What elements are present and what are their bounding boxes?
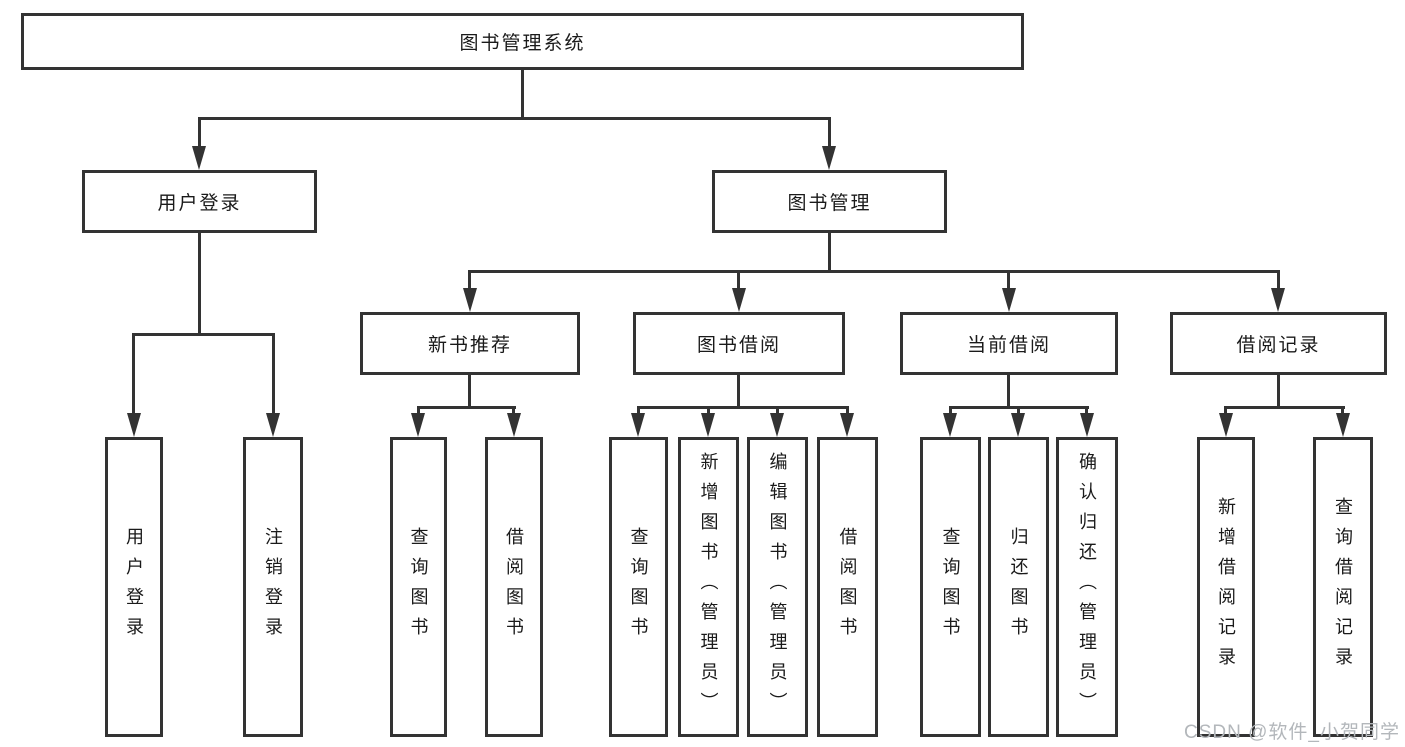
leaf-add-book-admin: 新增图书（管理员） [678, 437, 739, 737]
connector-segment [1224, 406, 1345, 409]
leaf-logout: 注销登录 [243, 437, 303, 737]
leaf-user-login: 用户登录 [105, 437, 163, 737]
connector-segment [468, 270, 1280, 273]
arrowhead-down-icon [127, 413, 141, 437]
node-label: 归还图书 [1008, 527, 1029, 647]
connector-segment [828, 233, 831, 273]
node-label: 查询借阅记录 [1333, 497, 1353, 677]
connector-segment [737, 270, 740, 290]
node-label: 图书管理 [787, 193, 872, 214]
arrowhead-down-icon [192, 146, 206, 170]
leaf-confirm-return-admin: 确认归还（管理员） [1056, 437, 1118, 737]
leaf-borrow-books-borrow: 借阅图书 [817, 437, 878, 737]
arrowhead-down-icon [1271, 288, 1285, 312]
connector-segment [1007, 270, 1010, 290]
connector-segment [417, 406, 420, 416]
node-book-management: 图书管理 [712, 170, 947, 233]
node-label: 确认归还（管理员） [1077, 452, 1097, 722]
node-label: 查询图书 [940, 527, 961, 647]
node-label: 借阅图书 [504, 527, 524, 647]
connector-segment [828, 117, 831, 149]
node-label: 用户登录 [157, 193, 242, 214]
arrowhead-down-icon [822, 146, 836, 170]
connector-segment [198, 117, 201, 149]
node-label: 新增图书（管理员） [698, 452, 719, 722]
node-label: 借阅记录 [1236, 335, 1321, 356]
connector-segment [468, 375, 471, 408]
connector-segment [132, 333, 275, 336]
arrowhead-down-icon [770, 413, 784, 437]
connector-segment [417, 406, 516, 409]
node-label: 用户登录 [124, 527, 144, 647]
arrowhead-down-icon [1336, 413, 1350, 437]
leaf-borrow-books-recommend: 借阅图书 [485, 437, 543, 737]
node-label: 新增借阅记录 [1216, 497, 1236, 677]
node-label: 借阅图书 [837, 527, 858, 647]
node-borrow-records: 借阅记录 [1170, 312, 1387, 375]
node-label: 当前借阅 [966, 335, 1051, 356]
node-label: 图书借阅 [696, 335, 781, 356]
node-current-borrow: 当前借阅 [900, 312, 1118, 375]
node-label: 图书管理系统 [459, 33, 586, 54]
node-root-library-management-system: 图书管理系统 [21, 13, 1024, 70]
csdn-watermark: CSDN @软件_小贺同学 [1184, 722, 1400, 743]
connector-segment [1341, 406, 1344, 416]
connector-segment [1224, 406, 1227, 416]
leaf-query-books-borrow: 查询图书 [609, 437, 668, 737]
arrowhead-down-icon [1002, 288, 1016, 312]
connector-segment [272, 333, 275, 415]
node-label: 编辑图书（管理员） [767, 452, 788, 722]
connector-segment [1277, 375, 1280, 408]
connector-segment [1085, 406, 1088, 416]
connector-segment [637, 406, 640, 416]
leaf-query-books-current: 查询图书 [920, 437, 981, 737]
arrowhead-down-icon [507, 413, 521, 437]
arrowhead-down-icon [840, 413, 854, 437]
connector-segment [132, 333, 135, 415]
connector-segment [846, 406, 849, 416]
arrowhead-down-icon [631, 413, 645, 437]
node-label: 新书推荐 [427, 335, 512, 356]
node-label: 查询图书 [628, 527, 649, 647]
arrowhead-down-icon [463, 288, 477, 312]
connector-segment [468, 270, 471, 290]
node-book-borrow: 图书借阅 [633, 312, 845, 375]
connector-segment [1277, 270, 1280, 290]
arrowhead-down-icon [732, 288, 746, 312]
connector-segment [949, 406, 952, 416]
arrowhead-down-icon [701, 413, 715, 437]
leaf-return-book: 归还图书 [988, 437, 1049, 737]
leaf-query-borrow-record: 查询借阅记录 [1313, 437, 1373, 737]
connector-segment [737, 375, 740, 408]
connector-segment [707, 406, 710, 416]
leaf-edit-book-admin: 编辑图书（管理员） [747, 437, 808, 737]
arrowhead-down-icon [1011, 413, 1025, 437]
arrowhead-down-icon [943, 413, 957, 437]
leaf-query-books-recommend: 查询图书 [390, 437, 447, 737]
arrowhead-down-icon [266, 413, 280, 437]
connector-segment [512, 406, 515, 416]
node-label: 注销登录 [263, 527, 283, 647]
connector-segment [521, 69, 524, 120]
arrowhead-down-icon [411, 413, 425, 437]
connector-segment [198, 233, 201, 335]
node-new-book-recommend: 新书推荐 [360, 312, 580, 375]
connector-segment [637, 406, 849, 409]
leaf-add-borrow-record: 新增借阅记录 [1197, 437, 1255, 737]
arrowhead-down-icon [1080, 413, 1094, 437]
connector-segment [776, 406, 779, 416]
connector-segment [1017, 406, 1020, 416]
node-user-login: 用户登录 [82, 170, 317, 233]
connector-segment [1007, 375, 1010, 408]
node-label: 查询图书 [408, 527, 429, 647]
connector-segment [198, 117, 831, 120]
arrowhead-down-icon [1219, 413, 1233, 437]
